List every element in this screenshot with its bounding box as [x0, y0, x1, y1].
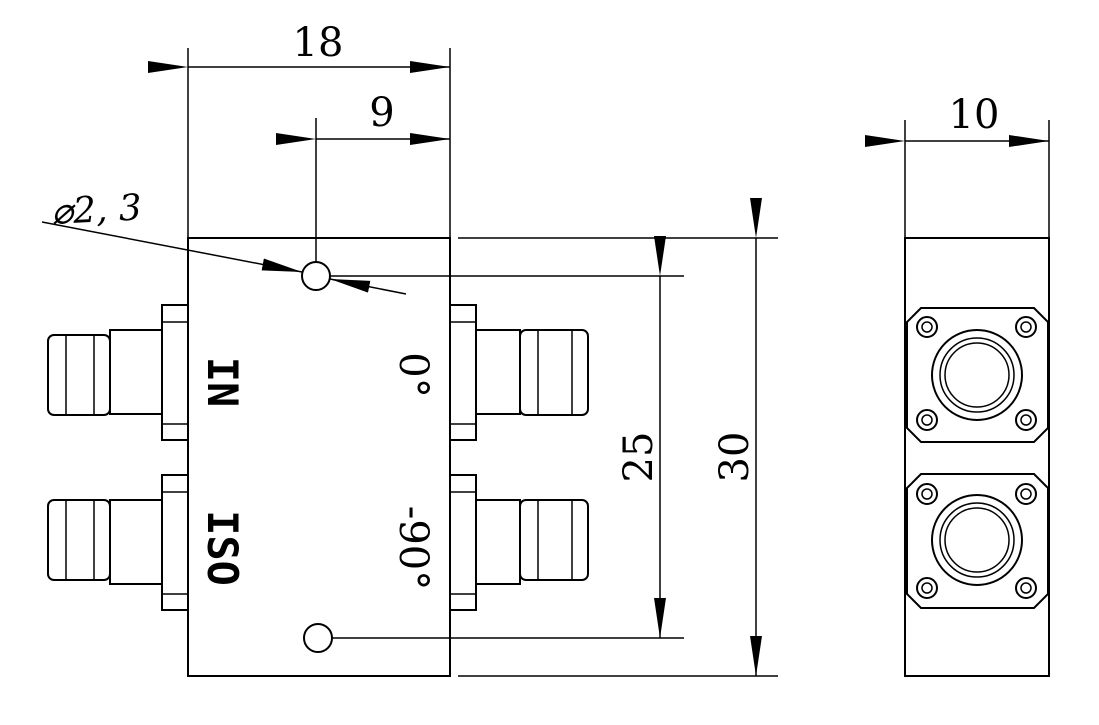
port-label-0: 0° — [390, 352, 436, 397]
dimension-18: 18 — [148, 20, 451, 238]
connector-right-bottom — [449, 474, 589, 611]
dimension-18-label: 18 — [293, 20, 344, 66]
dimension-10-label: 10 — [949, 92, 1000, 138]
side-flange-top — [906, 307, 1049, 443]
side-flange-bottom — [906, 473, 1049, 609]
port-label-minus90: -90° — [390, 506, 436, 590]
connector-left-top — [47, 304, 189, 441]
mounting-hole-bottom — [303, 623, 333, 653]
dimension-30: 30 — [458, 198, 778, 677]
diameter-label: ⌀2, 3 — [50, 187, 142, 233]
dimension-25-label: 25 — [616, 432, 662, 483]
dimension-30-label: 30 — [712, 432, 758, 483]
connector-left-bottom — [47, 474, 189, 611]
diameter-leader: ⌀2, 3 — [41, 187, 407, 295]
port-label-iso: ISO — [198, 510, 247, 586]
dimension-25: 25 — [330, 236, 684, 639]
dimension-10: 10 — [865, 92, 1050, 238]
side-body — [904, 237, 1050, 677]
dimension-9-label: 9 — [369, 90, 394, 136]
dimension-9: 9 — [276, 90, 450, 262]
front-body — [187, 237, 451, 677]
mounting-hole-top — [301, 261, 331, 291]
port-label-in: IN — [198, 357, 247, 408]
connector-right-top — [449, 304, 589, 441]
